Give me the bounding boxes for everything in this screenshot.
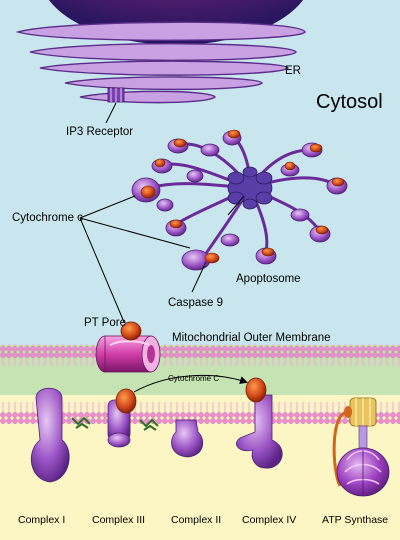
- ubiquinone-shuttles: [71, 416, 159, 431]
- pt-pore-label: PT Pore: [84, 317, 126, 329]
- apoptosome-label: Apoptosome: [236, 273, 301, 285]
- atp-synthase: [332, 397, 390, 497]
- cytochrome-c-pointers: [79, 195, 191, 323]
- cytochrome-c-arrow-label: Cytochrome C: [168, 374, 219, 383]
- pt-pore: [95, 321, 161, 373]
- complex-3-label: Complex III: [92, 514, 145, 526]
- complex-1: [31, 387, 70, 483]
- caspase9-label: Caspase 9: [168, 297, 223, 309]
- er-label: ER: [285, 65, 301, 77]
- complex-2-label: Complex II: [171, 514, 221, 526]
- inner-membrane: [0, 402, 400, 424]
- ip3-receptor-label: IP3 Receptor: [66, 126, 133, 138]
- outer-membrane-label: Mitochondrial Outer Membrane: [172, 332, 331, 344]
- cytochrome-c-label: Cytochrome c: [12, 212, 83, 224]
- cytosol-label: Cytosol: [316, 91, 383, 113]
- cytochrome-c-mobile: [115, 388, 137, 414]
- complex-2: [171, 419, 204, 458]
- ip3-receptor: [107, 87, 125, 103]
- complex-1-label: Complex I: [18, 514, 65, 526]
- complex-4: [236, 377, 283, 469]
- apoptosome-pointer: [227, 195, 245, 216]
- complex-4-label: Complex IV: [242, 514, 296, 526]
- atp-synthase-label: ATP Synthase: [322, 514, 388, 526]
- cytochrome-c-transfer-arrow: [133, 375, 248, 393]
- apoptosome: [131, 129, 348, 271]
- complex-3: [107, 388, 137, 448]
- caspase9-pointer: [191, 261, 207, 293]
- outer-membrane: [0, 344, 400, 366]
- ip3-pointer: [105, 102, 117, 124]
